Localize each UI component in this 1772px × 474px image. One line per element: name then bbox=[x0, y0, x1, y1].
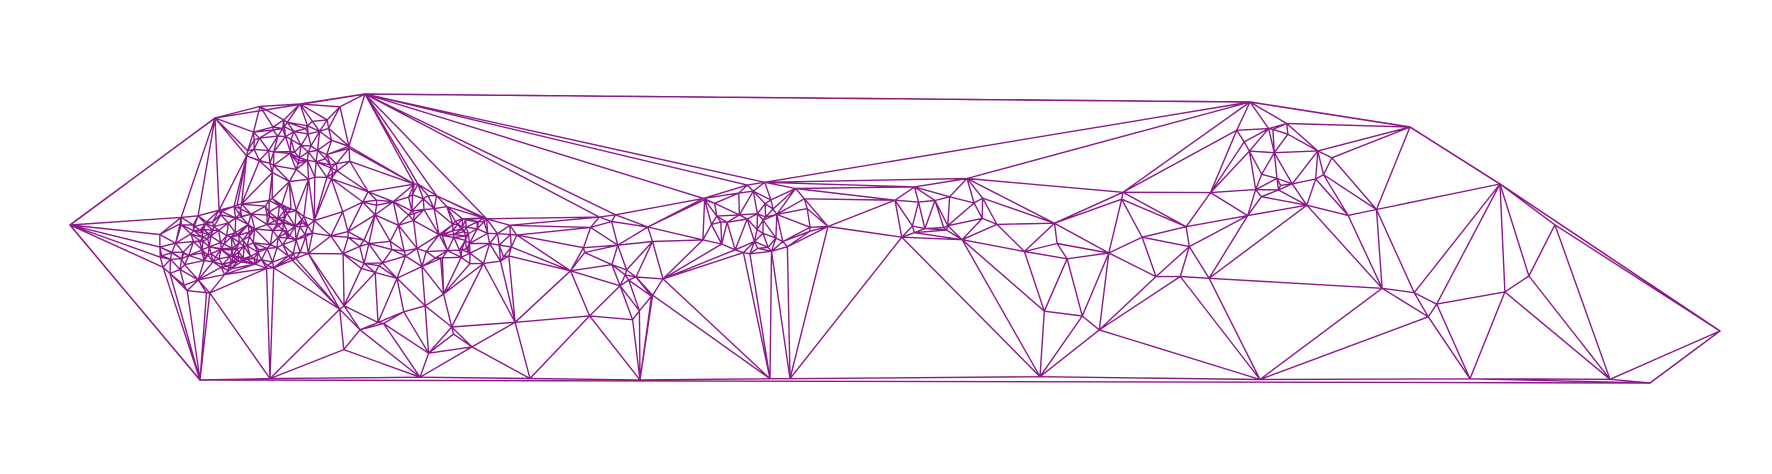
mesh-outline bbox=[69, 93, 1721, 384]
mesh-edges bbox=[69, 93, 1721, 384]
